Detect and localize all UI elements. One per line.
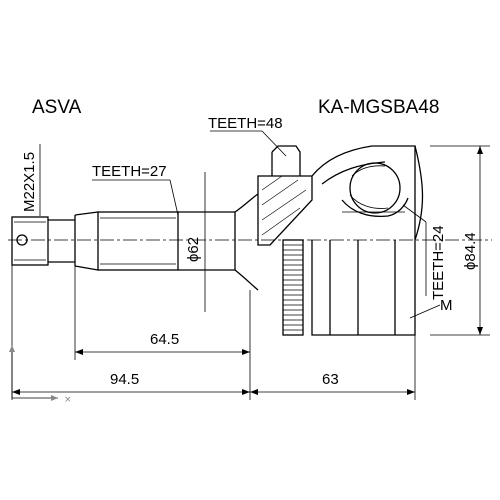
shaft-body: [178, 193, 259, 291]
arrow-icon: [75, 349, 83, 355]
leader-teeth-inner-tip: [402, 204, 427, 223]
dim-63-label: 63: [322, 371, 339, 388]
thread-label: M22X1.5: [21, 152, 38, 212]
arrow-icon: [250, 389, 258, 395]
arrow-icon: [407, 389, 415, 395]
leader-teeth-shaft-tip: [169, 179, 179, 216]
arrow-icon: [12, 389, 20, 395]
shaft-diameter-label: ϕ62: [185, 237, 202, 262]
housing-diameter-label: ϕ84.4: [462, 232, 479, 270]
teeth-outer-label: TEETH=48: [208, 115, 283, 132]
arrow-icon: [242, 389, 250, 395]
abs-ring: [282, 239, 304, 336]
brand-label: ASVA: [32, 97, 82, 118]
leader-m-marker: [409, 304, 441, 319]
ball-cage: [341, 162, 409, 218]
outer-housing: [311, 145, 424, 336]
arrow-icon: [477, 146, 483, 154]
collar: [257, 145, 313, 246]
part-number-label: KA-MGSBA48: [318, 97, 439, 118]
threaded-end: [11, 215, 76, 266]
shaft-spline: [74, 211, 179, 271]
leader-teeth-outer-tip: [261, 130, 287, 157]
teeth-inner-label: TEETH=24: [430, 225, 447, 300]
m-marker-label: M: [440, 297, 453, 314]
teeth-shaft-label: TEETH=27: [92, 163, 167, 180]
axis-indicator-icon: ×: [9, 345, 72, 405]
dim-64-5-label: 64.5: [150, 331, 179, 348]
arrow-icon: [242, 349, 250, 355]
dim-94-5-label: 94.5: [110, 371, 139, 388]
arrow-icon: [477, 327, 483, 335]
svg-text:×: ×: [64, 395, 72, 405]
